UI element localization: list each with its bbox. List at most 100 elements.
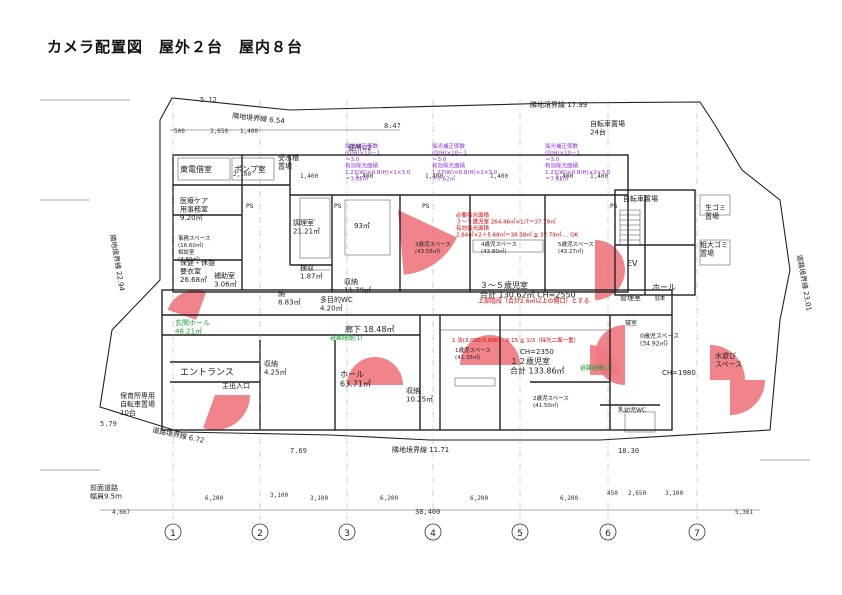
axis-circle [511, 523, 529, 541]
axis-circle [424, 523, 442, 541]
boundary-e: 道路境界線 23.01 [795, 254, 814, 312]
room-label-sodai: 粗大ゴミ置場 [700, 240, 728, 258]
room-label-shushin: 寝室 [625, 319, 637, 327]
axis-circle [688, 523, 706, 541]
room-label-ps4: PS [610, 203, 618, 210]
boundary-south-road: 道路境界線 6.72 [152, 425, 206, 445]
bottom-dim-label: 6,200 [560, 495, 578, 502]
camera-age5-icon [595, 240, 625, 300]
dimension-labels: 5.12 8.47 5.79 7.69 18.30 38,400 4,667 5… [100, 96, 753, 516]
room-label-hinan2: 避難経路(2) [580, 364, 613, 372]
dim-top-5-12: 5.12 [200, 96, 217, 104]
dim-left-5-79: 5.79 [100, 420, 117, 428]
bottom-dim-label: 6,200 [470, 495, 488, 502]
room-label-hoiku_wc: 乳幼児WC [618, 406, 646, 414]
room-label-zenmen: 前面道路幅員9.5m [90, 483, 122, 501]
room-label-hall2: ホール [652, 283, 676, 292]
camera-fans [167, 210, 765, 431]
boundary-ne: 隣地境界線 17.99 [530, 100, 587, 109]
room-label-joken: 上部階段（合計2.6㎡以上の開口）とする [478, 297, 589, 305]
room-label-age3: 3歳児スペース(43.55㎡) [415, 240, 451, 255]
site-boundary [99, 97, 791, 441]
room-label-toire: 便所U2 [348, 143, 372, 152]
top-dim-label: 1,400 [490, 173, 508, 180]
top-dim-label: 3,650 [210, 128, 228, 135]
dimension-lines [40, 99, 810, 511]
top-dim-label: 1,400 [300, 173, 318, 180]
axis-label: 1 [170, 529, 176, 539]
room-label-age2: 2歳児スペース(41.50㎡) [533, 394, 569, 409]
axis-label: 3 [344, 529, 350, 539]
room-label-age5: 5歳児スペース(43.27㎡) [558, 240, 594, 255]
room-label-jitensha2: 自転車置場 [623, 194, 658, 203]
room-label-age12: １２歳児室合計 133.86㎡ [510, 356, 565, 376]
dim-bottom-18-30: 18.30 [618, 447, 639, 455]
room-label-hinan1: 避難経路(1) [330, 334, 363, 342]
room-label-ch1980: CH=1980 [662, 369, 696, 377]
bottom-dim-label: 3,100 [310, 495, 328, 502]
room-label-ps1: PS [246, 203, 254, 210]
room-label-jusui: 受水槽置場 [278, 153, 299, 171]
axis-label: 2 [257, 529, 263, 539]
boundary-s: 隣地境界線 11.71 [392, 445, 449, 454]
top-dim-label: 1,400 [555, 173, 573, 180]
axis-circle [251, 523, 269, 541]
calc-note: 1 法(3.000/3.000)／6.15 ≧ 1/3（採光二面一重） [452, 336, 579, 344]
camera-mizuasobi-icon [710, 345, 745, 380]
room-label-ch2350: CH=2350 [520, 348, 554, 356]
room-label-rouka: 廊下 18.48㎡ [345, 324, 394, 334]
room-label-pump: ポンプ室 [234, 164, 266, 174]
top-dim-label: 1,400 [240, 128, 258, 135]
room-label-ev: EV [627, 259, 638, 268]
camera-hall-icon [347, 357, 403, 385]
top-dim-label: 1,400 [590, 173, 608, 180]
top-dim-label: 1,400 [355, 173, 373, 180]
bottom-dim-label: 6,200 [380, 495, 398, 502]
room-label-age0: 0歳児スペース(34.92㎡) [640, 332, 679, 348]
bottom-dim-label: 2,650 [628, 490, 646, 497]
top-dim-label: 2,100 [233, 171, 251, 178]
bottom-dim-label: 450 [607, 490, 618, 497]
room-label-age35: ３～５歳児室合計 130.62㎡ CH=2550 [480, 280, 576, 300]
bottom-dim-label: 3,100 [270, 492, 288, 499]
camera-age1-icon [460, 335, 520, 365]
axis-label: 4 [430, 529, 436, 539]
boundary-w: 隣地境界線 22.94 [108, 234, 127, 292]
grid-axes: 1 2 3 4 5 6 7 [164, 100, 706, 541]
interior-details [177, 157, 731, 433]
top-dim-label: 1,400 [425, 173, 443, 180]
camera-mizuasobi-2-icon [730, 380, 765, 415]
camera-age3-icon [398, 210, 457, 275]
bottom-dim-label: 3,100 [665, 490, 683, 497]
axis-label: 5 [517, 529, 523, 539]
room-label-toire_area: 93㎡ [354, 222, 370, 230]
room-label-namagomi: 生ゴミ置場 [705, 203, 726, 221]
boundary-nw: 隣地境界線 6.54 [232, 111, 286, 126]
axis-label: 7 [694, 529, 700, 539]
axis-label: 6 [605, 529, 611, 539]
camera-entrance-icon [203, 395, 251, 431]
dim-left-offset: 4,667 [112, 509, 130, 516]
room-label-kanri: 管理室 [620, 293, 641, 302]
